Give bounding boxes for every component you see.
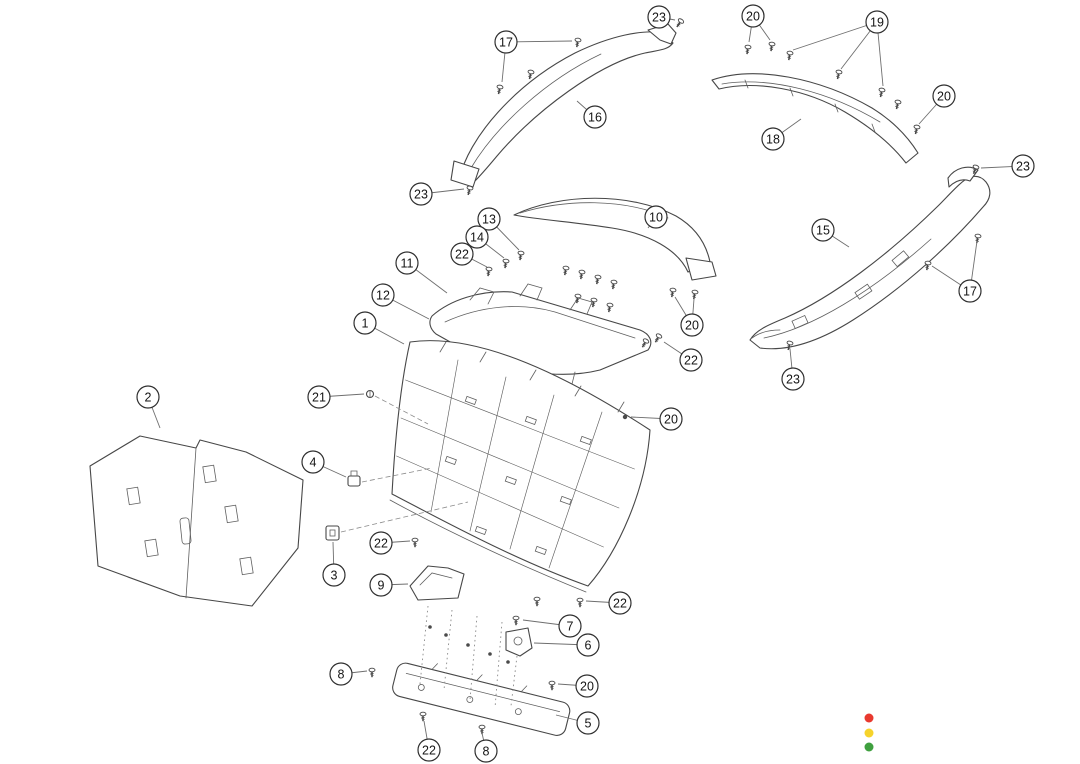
status-indicator [864, 713, 874, 752]
callout-20[interactable]: 20 [557, 674, 599, 698]
svg-text:1: 1 [362, 316, 369, 330]
callout-22[interactable]: 22 [663, 341, 703, 372]
svg-text:15: 15 [816, 223, 830, 237]
svg-text:9: 9 [378, 578, 385, 592]
svg-text:16: 16 [588, 110, 602, 124]
svg-text:20: 20 [580, 679, 594, 693]
svg-text:19: 19 [870, 15, 884, 29]
svg-text:20: 20 [746, 9, 760, 23]
callout-13[interactable]: 13 [477, 207, 520, 251]
svg-text:10: 10 [649, 210, 663, 224]
svg-text:3: 3 [331, 568, 338, 582]
callout-21[interactable]: 21 [307, 385, 365, 409]
svg-text:22: 22 [374, 536, 388, 550]
svg-text:23: 23 [786, 372, 800, 386]
part-upper-front-trim [450, 23, 677, 188]
callout-16[interactable]: 16 [576, 100, 607, 129]
svg-text:11: 11 [401, 256, 414, 270]
svg-text:23: 23 [652, 10, 666, 24]
part-left-rear-panel [89, 435, 304, 607]
callout-15[interactable]: 15 [811, 218, 850, 248]
callout-9[interactable]: 9 [369, 573, 409, 597]
screw-fasteners [368, 17, 983, 735]
callout-14[interactable]: 14 [465, 225, 505, 259]
svg-text:21: 21 [312, 390, 326, 404]
callout-23[interactable]: 23 [980, 154, 1035, 178]
svg-text:20: 20 [685, 318, 699, 332]
callout-8[interactable]: 8 [474, 732, 498, 763]
callout-20[interactable]: 20 [674, 296, 704, 337]
svg-text:22: 22 [422, 743, 436, 757]
svg-text:17: 17 [499, 35, 513, 49]
callout-17[interactable]: 17 [494, 30, 573, 83]
callout-22[interactable]: 22 [369, 531, 411, 555]
construction-lines [340, 395, 518, 709]
part-latch [505, 627, 533, 657]
callout-2[interactable]: 2 [136, 385, 161, 429]
callout-19[interactable]: 19 [792, 10, 889, 87]
part-center-cover-panel [513, 197, 717, 281]
part-clip-4 [347, 470, 361, 487]
part-sill-plate [392, 662, 571, 736]
svg-text:5: 5 [585, 716, 592, 730]
svg-text:6: 6 [585, 638, 592, 652]
part-fastener-21 [365, 389, 375, 399]
svg-text:17: 17 [963, 284, 977, 298]
callout-23[interactable]: 23 [409, 182, 465, 206]
callout-5[interactable]: 5 [555, 711, 600, 735]
svg-text:22: 22 [613, 596, 627, 610]
svg-text:12: 12 [376, 288, 390, 302]
callout-4[interactable]: 4 [301, 450, 347, 478]
callout-11[interactable]: 11 [395, 251, 448, 294]
part-right-side-trim [749, 166, 991, 350]
svg-text:20: 20 [664, 412, 678, 426]
callout-23[interactable]: 23 [781, 348, 805, 391]
svg-text:14: 14 [470, 230, 484, 244]
callout-7[interactable]: 7 [522, 614, 582, 638]
callout-20[interactable]: 20 [741, 4, 771, 43]
yellow-dot [864, 728, 874, 738]
callout-1[interactable]: 1 [353, 311, 405, 345]
callout-18[interactable]: 18 [761, 118, 802, 151]
callout-3[interactable]: 3 [322, 541, 346, 587]
callout-8[interactable]: 8 [329, 662, 368, 686]
svg-text:8: 8 [483, 744, 490, 758]
svg-text:13: 13 [482, 212, 496, 226]
callout-17[interactable]: 17 [931, 240, 982, 303]
callout-22[interactable]: 22 [585, 591, 632, 615]
part-main-trim-panel [389, 340, 651, 593]
callout-22[interactable]: 22 [417, 720, 441, 762]
svg-text:23: 23 [414, 187, 428, 201]
callout-23[interactable]: 23 [647, 5, 676, 29]
svg-text:4: 4 [310, 455, 317, 469]
green-dot [864, 742, 874, 752]
svg-text:22: 22 [684, 353, 698, 367]
callout-12[interactable]: 12 [371, 283, 430, 320]
callout-10[interactable]: 10 [644, 205, 668, 229]
part-lower-bracket [409, 565, 465, 601]
svg-text:22: 22 [455, 247, 469, 261]
svg-text:23: 23 [1016, 159, 1030, 173]
red-dot [864, 713, 874, 723]
callout-6[interactable]: 6 [533, 633, 600, 657]
part-clip-3 [325, 525, 340, 541]
callout-20[interactable]: 20 [918, 84, 956, 125]
svg-text:2: 2 [145, 390, 152, 404]
svg-text:20: 20 [937, 89, 951, 103]
part-upper-rear-trim [711, 73, 919, 164]
callout-20[interactable]: 20 [630, 407, 683, 431]
svg-text:18: 18 [766, 132, 780, 146]
svg-text:8: 8 [338, 667, 345, 681]
callout-22[interactable]: 22 [450, 242, 488, 268]
svg-text:7: 7 [567, 619, 574, 633]
